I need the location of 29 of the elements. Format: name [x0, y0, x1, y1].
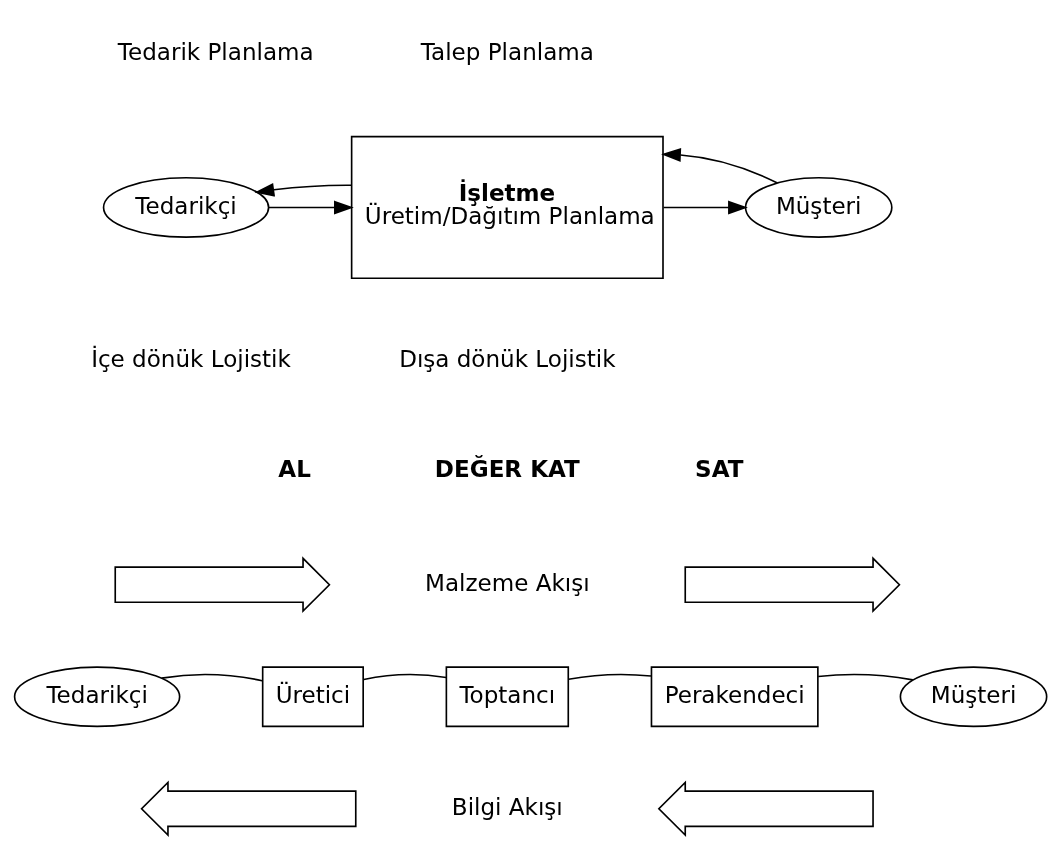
node-ellipse: Müşteri [899, 665, 1048, 727]
node-ellipse: Müşteri [744, 176, 893, 238]
node-arrow [684, 555, 901, 613]
label: Tedarik Planlama [117, 38, 314, 65]
label: Malzeme Akışı [425, 569, 590, 596]
arrow [268, 200, 354, 214]
connector [567, 673, 652, 680]
connector [362, 673, 448, 680]
node-box: İşletme Üretim/Dağıtım Planlama [350, 135, 664, 279]
arrow [662, 200, 748, 214]
node-box: Toptancı [445, 665, 570, 727]
label: Talep Planlama [420, 38, 594, 65]
label: DEĞER KAT [434, 455, 580, 482]
label: Dışa dönük Lojistik [399, 345, 616, 372]
arrow [661, 147, 778, 184]
connector [160, 673, 263, 682]
label: İçe dönük Lojistik [91, 345, 291, 372]
node-ellipse: Tedarikçi [102, 176, 270, 238]
connector [817, 673, 914, 681]
node-ellipse: Tedarikçi [13, 665, 181, 727]
arrow [254, 182, 353, 197]
node-arrow [140, 779, 357, 837]
label: SAT [695, 455, 744, 482]
node-arrow [657, 779, 874, 837]
node-arrow [114, 555, 331, 613]
label: Bilgi Akışı [451, 793, 563, 820]
node-box: Perakendeci [650, 665, 819, 727]
node-box: Üretici [261, 665, 364, 727]
label: AL [278, 455, 311, 482]
